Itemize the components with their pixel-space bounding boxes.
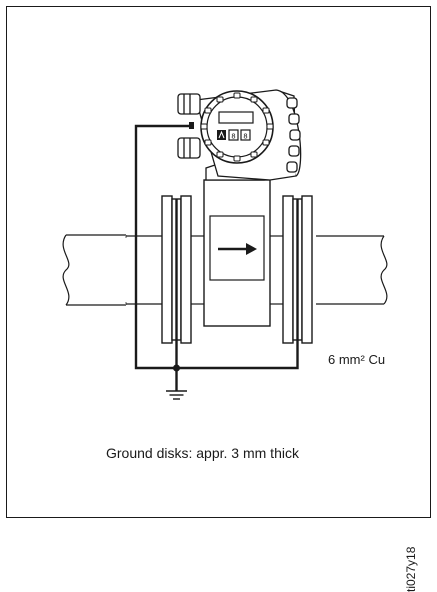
display-panel: 8 8 [217,111,254,141]
right-pipe [316,235,388,305]
left-flange [161,195,204,344]
cable-glands [177,93,201,159]
right-flange [270,195,313,344]
figure-id-label: ti027y18 [404,546,418,592]
grounding-diagram: 8 8 [6,6,431,518]
ground-junction [173,364,180,372]
left-pipe [62,234,162,306]
display-cover [200,90,274,164]
diagram-caption: Ground disks: appr. 3 mm thick [106,445,299,461]
ground-symbol-icon [166,390,187,400]
svg-text:8: 8 [231,133,235,141]
diagram-border [6,6,431,518]
sensor-body [203,179,271,327]
svg-text:8: 8 [243,133,247,141]
flow-arrow-icon [218,243,257,255]
cover-screws [200,92,274,162]
wire-spec-label: 6 mm² Cu [328,352,386,367]
